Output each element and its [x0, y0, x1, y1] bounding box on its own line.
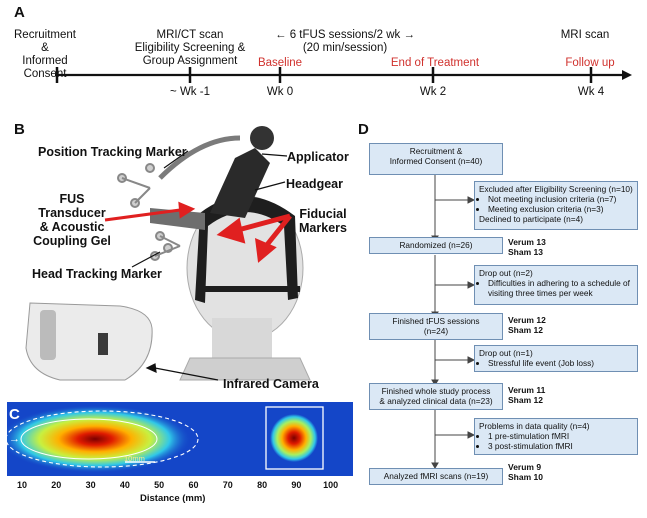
problems-item: 1 pre-stimulation fMRI: [488, 431, 633, 441]
analyzed-counts: Verum 9 Sham 10: [508, 462, 543, 482]
randomized-counts: Verum 13 Sham 13: [508, 237, 546, 257]
svg-text:→: →: [9, 433, 20, 445]
fiducial-arrows: [216, 213, 292, 263]
x-tick-label: 100: [323, 480, 339, 490]
dropout2-title: Drop out (n=1): [479, 348, 533, 358]
mannequin-head-image: [179, 195, 311, 381]
dropout1-box: Drop out (n=2) Difficulties in adhering …: [474, 265, 638, 305]
x-tick-label: 30: [85, 480, 96, 490]
event-screening-label: MRI/CT scan Eligibility Screening & Grou…: [134, 29, 246, 67]
end-of-treatment-label: End of Treatment: [390, 57, 480, 69]
tick-wk-minus1: ~ Wk -1: [170, 86, 210, 98]
position-tracking-marker-image: [117, 163, 155, 208]
scale-bar-label: 10mm: [124, 454, 145, 463]
panel-b-letter: B: [14, 121, 25, 138]
finished-tfus-counts: Verum 12 Sham 12: [508, 315, 546, 335]
x-tick-label: 60: [188, 480, 199, 490]
sessions-line2: (20 min/session): [302, 42, 388, 54]
tick-wk4: Wk 4: [577, 86, 605, 98]
finished-tfus-box: Finished tFUS sessions (n=24): [369, 313, 503, 340]
finished-study-counts: Verum 11 Sham 12: [508, 385, 546, 405]
headgear-illustration: [25, 126, 311, 381]
excluded-item: Not meeting inclusion criteria (n=7): [488, 194, 633, 204]
follow-up-label: Follow up: [565, 57, 615, 69]
acoustic-field-heatmap: →: [7, 402, 353, 476]
infrared-camera-label: Infrared Camera: [223, 377, 319, 391]
panel-a-letter: A: [14, 4, 25, 21]
x-tick-label: 70: [222, 480, 233, 490]
x-tick-label: 50: [154, 480, 165, 490]
dropout1-title: Drop out (n=2): [479, 268, 533, 278]
x-tick-label: 80: [257, 480, 268, 490]
fus-arrow: [104, 201, 196, 222]
excluded-box: Excluded after Eligibility Screening (n=…: [474, 181, 638, 230]
sessions-left-arrow: ←: [275, 29, 287, 41]
declined-item: Declined to participate (n=4): [479, 214, 583, 224]
event-recruitment-label: Recruitment & Informed Consent: [14, 29, 76, 80]
problems-title: Problems in data quality (n=4): [479, 421, 590, 431]
panel-d-letter: D: [358, 121, 369, 138]
timeline-axis: [55, 67, 632, 83]
applicator-image: [150, 126, 274, 230]
recruitment-box: Recruitment & Informed Consent (n=40): [369, 143, 503, 175]
x-tick-label: 10: [16, 480, 27, 490]
analyzed-box: Analyzed fMRI scans (n=19): [369, 468, 503, 485]
head-tracking-label: Head Tracking Marker: [32, 267, 162, 281]
problems-box: Problems in data quality (n=4) 1 pre-sti…: [474, 418, 638, 455]
fiducial-label: Fiducial Markers: [299, 207, 347, 235]
head-tracking-marker-image: [150, 231, 181, 261]
applicator-label: Applicator: [287, 150, 349, 164]
dropout1-item: Difficulties in adhering to a schedule o…: [488, 278, 633, 298]
finished-study-box: Finished whole study process & analyzed …: [369, 383, 503, 410]
fus-label: FUS Transducer & Acoustic Coupling Gel: [33, 192, 111, 248]
excluded-title: Excluded after Eligibility Screening (n=…: [479, 184, 633, 194]
excluded-item: Meeting exclusion criteria (n=3): [488, 204, 633, 214]
dropout2-box: Drop out (n=1) Stressful life event (Job…: [474, 345, 638, 372]
sessions-line1: 6 tFUS sessions/2 wk: [289, 29, 401, 41]
mri-scan-label: MRI scan: [560, 29, 610, 41]
flow-connectors: [431, 175, 476, 469]
dropout2-item: Stressful life event (Job loss): [488, 358, 633, 368]
sessions-right-arrow: →: [403, 29, 415, 41]
x-axis-label: Distance (mm): [140, 493, 206, 504]
tick-wk0: Wk 0: [266, 86, 294, 98]
panel-c-letter: C: [9, 406, 20, 423]
tick-wk2: Wk 2: [419, 86, 447, 98]
problems-item: 3 post-stimulation fMRI: [488, 441, 633, 451]
x-tick-label: 40: [119, 480, 130, 490]
randomized-box: Randomized (n=26): [369, 237, 503, 254]
position-tracking-label: Position Tracking Marker: [38, 145, 187, 159]
label-pointers: [131, 150, 288, 381]
sessions-label: ← 6 tFUS sessions/2 wk → (20 min/session…: [245, 29, 445, 55]
x-tick-label: 20: [51, 480, 62, 490]
headgear-label: Headgear: [286, 177, 343, 191]
x-tick-label: 90: [291, 480, 302, 490]
baseline-label: Baseline: [257, 57, 303, 69]
infrared-camera-image: [25, 302, 153, 381]
